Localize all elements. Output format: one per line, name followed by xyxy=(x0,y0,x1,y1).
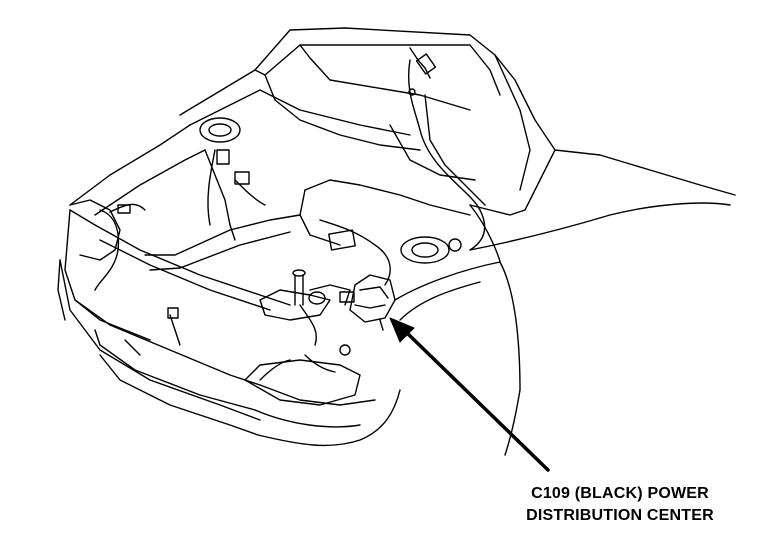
hood-wire xyxy=(407,47,486,251)
dipstick-tube xyxy=(292,269,306,306)
left-apron xyxy=(69,117,241,241)
wiring-harness xyxy=(94,149,391,381)
headlamps xyxy=(69,199,361,406)
front-bumper xyxy=(57,259,401,447)
callout-label-line-2: DISTRIBUTION CENTER xyxy=(526,507,714,524)
battery-area xyxy=(259,284,351,321)
cowl xyxy=(179,69,471,246)
callout-label-line-1: C109 (BLACK) POWER xyxy=(531,485,709,502)
radiator-support xyxy=(64,209,301,386)
callout-arrow xyxy=(389,317,550,472)
hood xyxy=(254,27,556,216)
right-strut-tower xyxy=(400,236,462,264)
right-fender xyxy=(394,149,736,456)
power-distribution-center xyxy=(339,274,396,331)
